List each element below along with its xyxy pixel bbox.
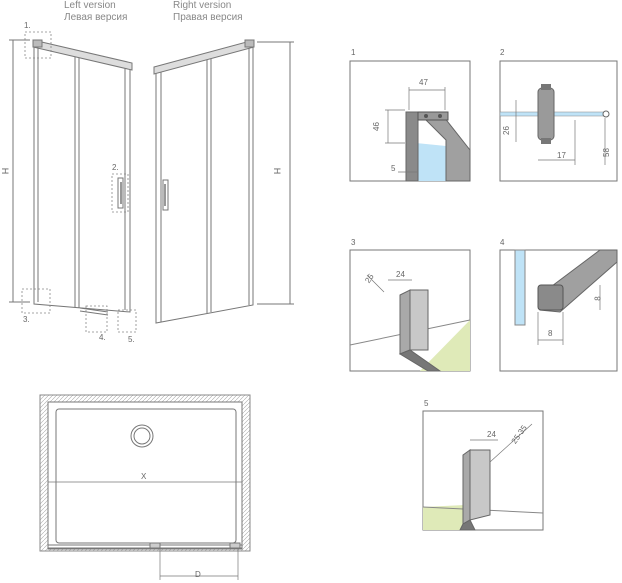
detail-3-number: 3	[351, 238, 356, 247]
detail-4-number: 4	[500, 238, 505, 247]
callout-1: 1.	[24, 21, 31, 30]
right-enclosure	[153, 39, 294, 324]
detail-2-drawing	[499, 60, 618, 182]
detail-5-number: 5	[424, 399, 429, 408]
right-version-label-ru: Правая версия	[173, 12, 243, 23]
detail-3-dim-width: 24	[396, 270, 405, 279]
callout-2: 2.	[112, 163, 119, 172]
plan-width-label: X	[141, 472, 147, 481]
left-enclosure	[9, 39, 133, 316]
detail-5-drawing	[422, 410, 544, 531]
detail-2-number: 2	[500, 48, 505, 57]
detail-3-drawing	[349, 249, 471, 372]
detail-1-drawing	[349, 60, 471, 182]
detail-2-dim-length: 58	[601, 148, 611, 157]
detail-2-dim-offset: 17	[557, 151, 566, 160]
height-label-right: H	[272, 167, 283, 175]
detail-4-dim-height: 8	[593, 296, 603, 301]
detail-2-dim-height: 26	[501, 126, 511, 135]
right-version-label: Right version	[173, 0, 232, 11]
height-label-left: H	[0, 167, 11, 175]
detail-4-dim-width: 8	[548, 329, 553, 338]
plan-door-label: D	[195, 570, 201, 579]
detail-1-number: 1	[351, 48, 356, 57]
callout-boxes-left	[21, 31, 137, 333]
callout-5: 5.	[128, 335, 135, 344]
detail-1-dim-height: 46	[371, 122, 381, 131]
detail-5-dim-width: 24	[487, 430, 496, 439]
callout-3: 3.	[23, 315, 30, 324]
detail-4-drawing	[499, 249, 618, 372]
detail-1-dim-gap: 5	[391, 164, 396, 173]
callout-4: 4.	[99, 333, 106, 342]
left-version-label-ru: Левая версия	[64, 12, 128, 23]
detail-1-dim-width: 47	[419, 78, 428, 87]
plan-view	[39, 394, 251, 580]
left-version-label: Left version	[64, 0, 116, 11]
